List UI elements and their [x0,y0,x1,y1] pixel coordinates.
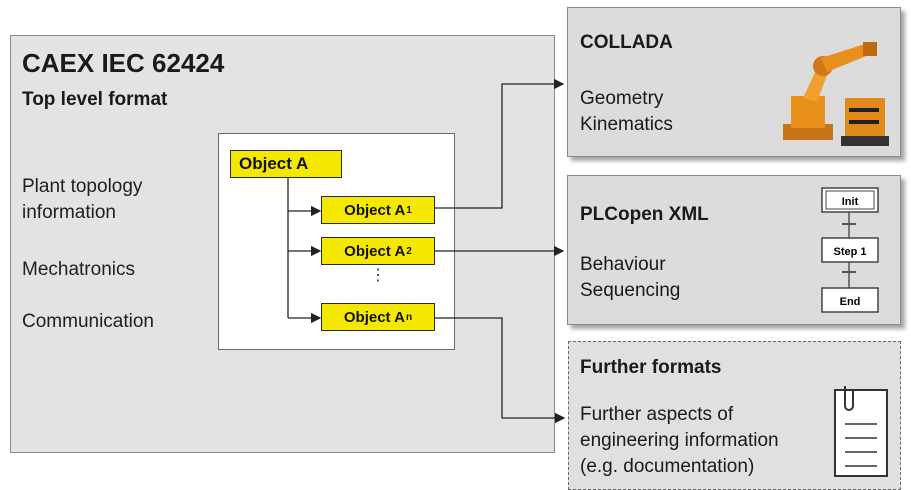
further-line-3: (e.g. documentation) [580,456,755,477]
sfc-init-label: Init [842,196,859,208]
further-line-2: engineering information [580,430,779,451]
document-icon [834,386,888,477]
sfc-step1-box [821,237,879,263]
caex-item-plant-topology: Plant topology [22,176,143,197]
caex-subtitle: Top level format [22,89,168,110]
collada-line-kinematics: Kinematics [580,114,673,135]
caex-item-information: information [22,202,116,223]
caex-item-mechatronics: Mechatronics [22,259,135,280]
object-a2-index: 2 [406,245,412,257]
object-a2-label: Object A [344,242,406,260]
sfc-init-box [821,187,879,213]
object-an-index: n [406,311,413,323]
caex-item-communication: Communication [22,311,154,332]
caex-title: CAEX IEC 62424 [22,48,225,78]
sfc-flowchart: Init Step 1 End [821,187,879,313]
arrow-a1-to-collada [435,78,565,209]
object-an-label: Object A [343,308,405,326]
further-panel: Further formats Further aspects of engin… [568,341,901,490]
plcopen-line-sequencing: Sequencing [580,280,681,301]
robot-icon [783,42,889,146]
sfc-end-box [821,287,879,313]
plcopen-line-behaviour: Behaviour [580,254,666,275]
further-line-1: Further aspects of [580,404,734,425]
object-a1-label: Object A [344,201,406,219]
collada-panel: COLLADA Geometry Kinematics [567,7,901,157]
arrow-an-to-further [435,317,566,424]
sfc-step1-label: Step 1 [833,246,866,258]
collada-line-geometry: Geometry [580,88,664,109]
sfc-end-label: End [840,296,861,308]
object-a: Object A [230,150,342,178]
collada-title: COLLADA [580,32,673,53]
object-a1-index: 1 [406,204,412,216]
object-ellipsis: ⋮ [370,267,386,284]
plcopen-title: PLCopen XML [580,204,709,225]
further-title: Further formats [580,357,722,378]
